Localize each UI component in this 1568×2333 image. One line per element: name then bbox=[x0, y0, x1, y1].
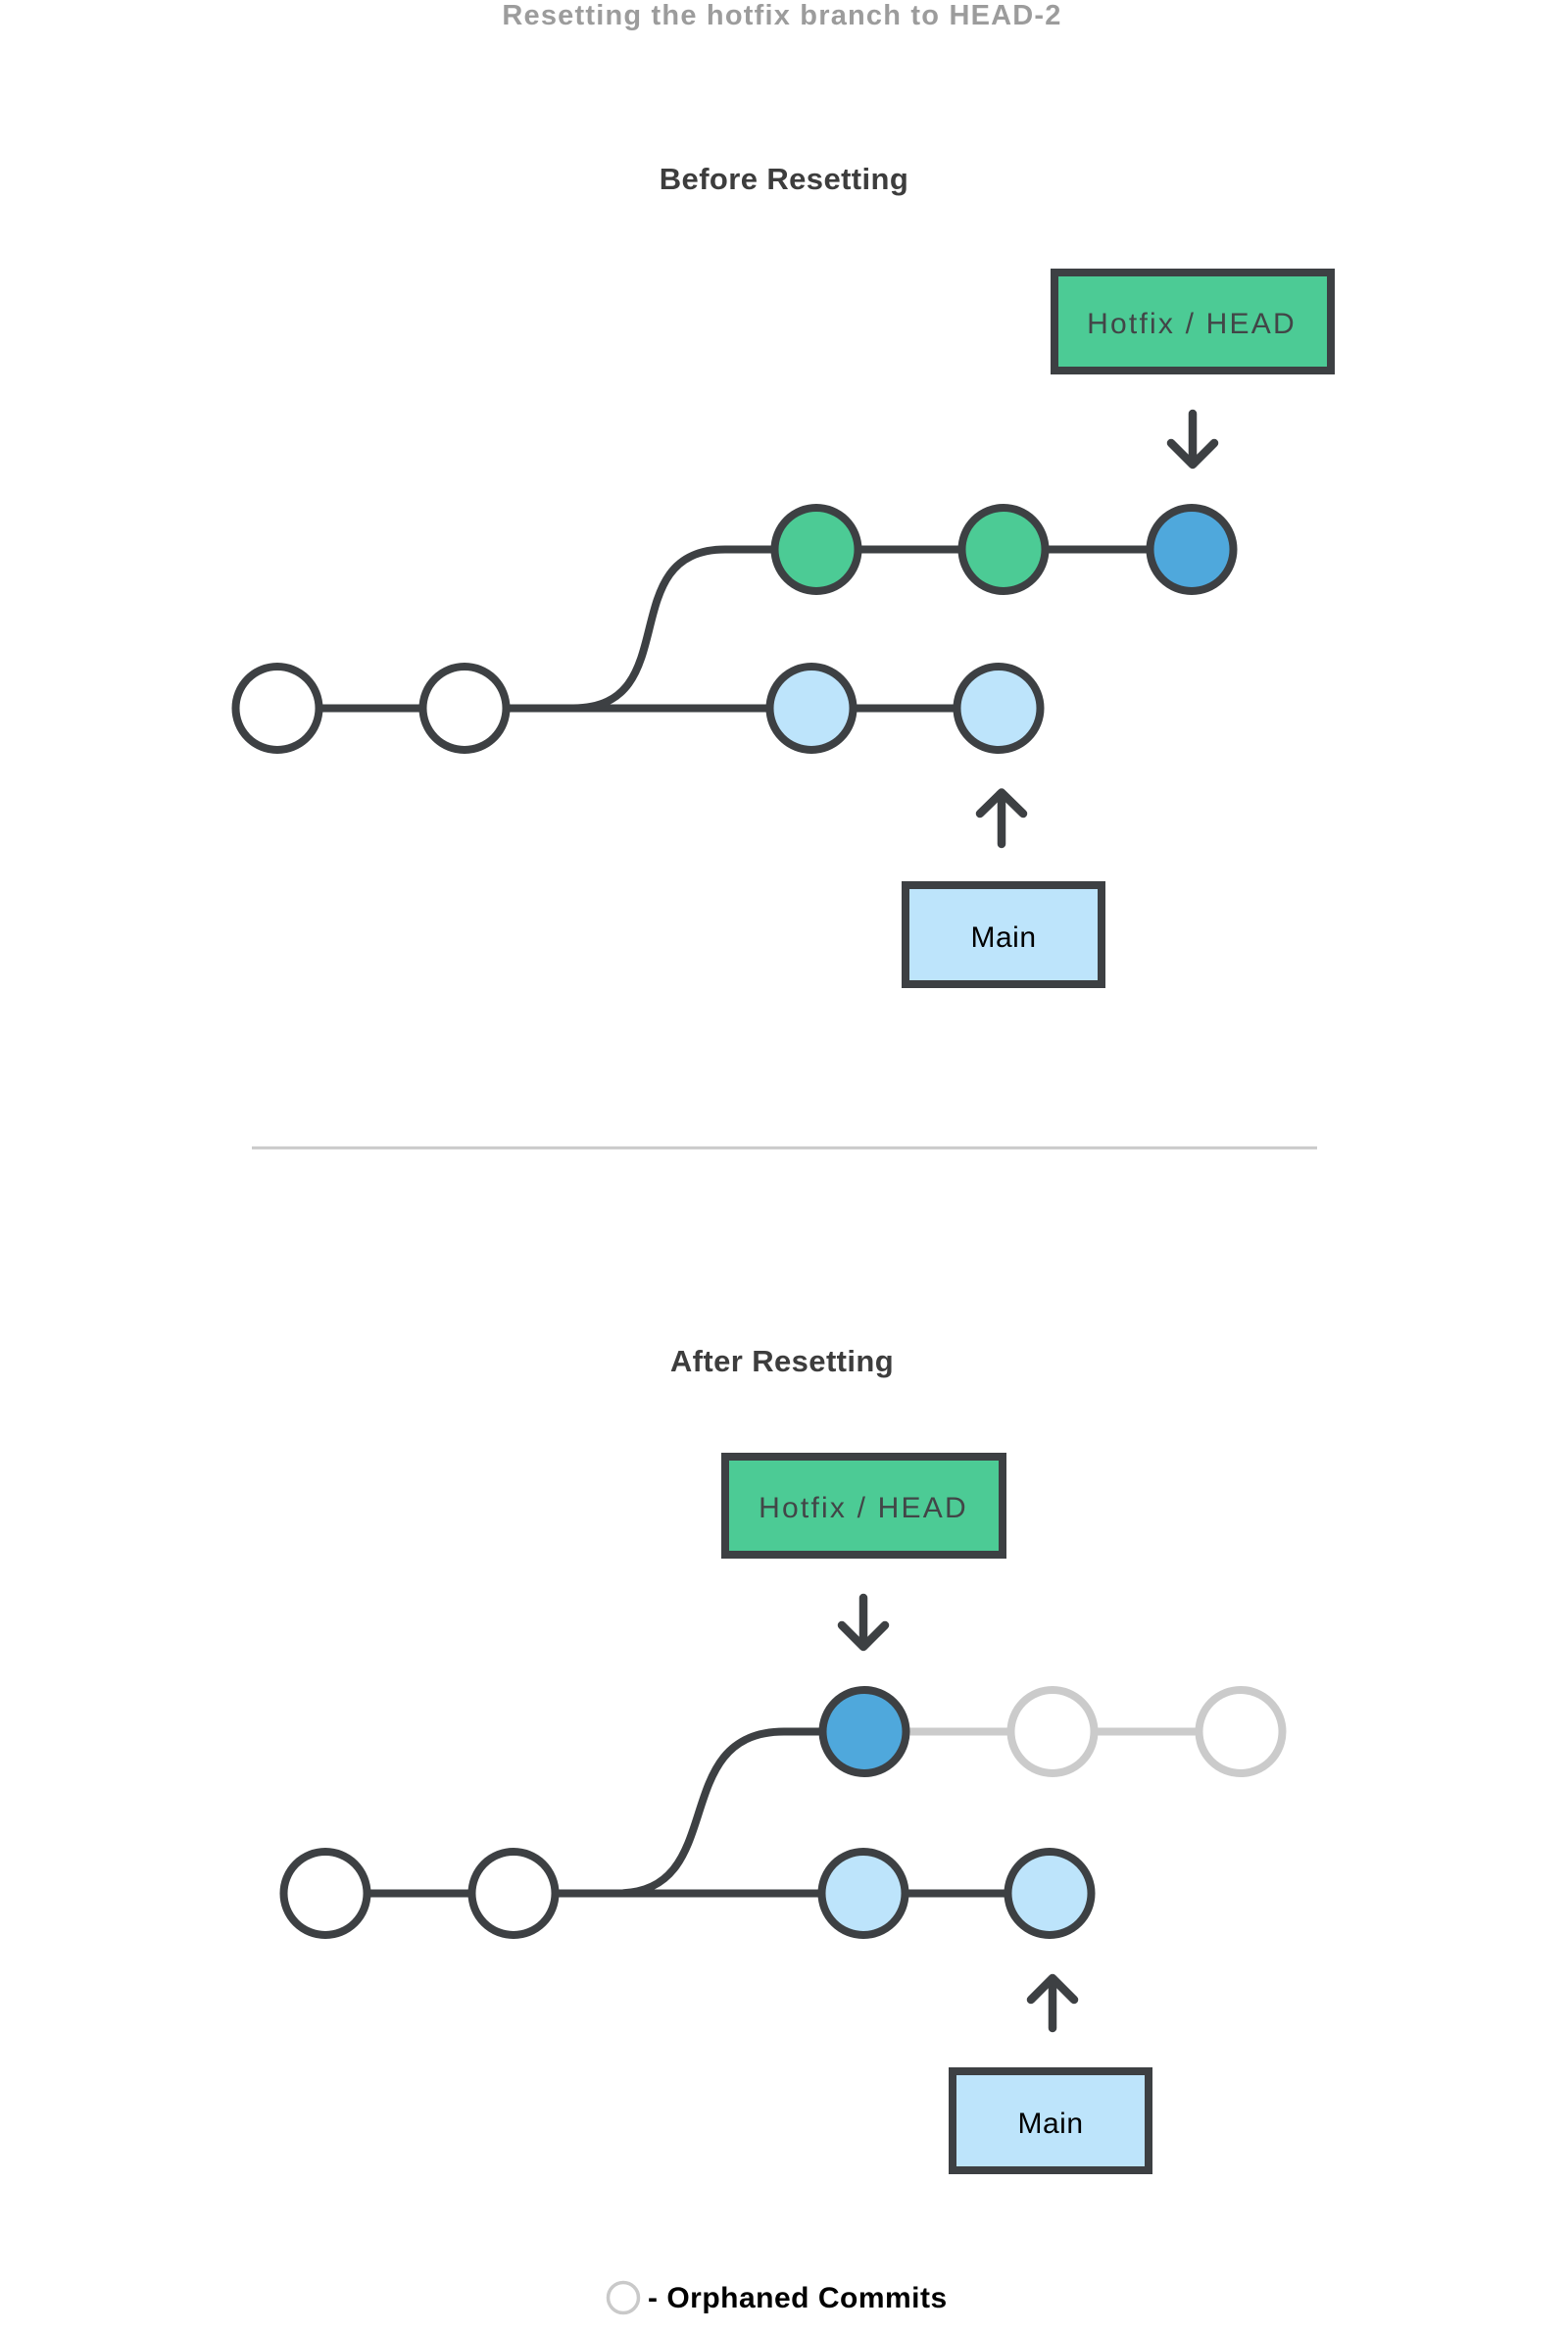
svg-text:Before Resetting: Before Resetting bbox=[660, 162, 908, 196]
svg-text:Main: Main bbox=[970, 921, 1036, 954]
svg-text:Resetting the hotfix branch to: Resetting the hotfix branch to HEAD-2 bbox=[502, 0, 1061, 31]
svg-text:Main: Main bbox=[1017, 2108, 1083, 2140]
svg-text:- Orphaned Commits: - Orphaned Commits bbox=[648, 2282, 948, 2314]
svg-text:After Resetting: After Resetting bbox=[670, 1344, 894, 1378]
svg-text:Hotfix / HEAD: Hotfix / HEAD bbox=[1087, 308, 1297, 340]
svg-text:Hotfix / HEAD: Hotfix / HEAD bbox=[759, 1492, 968, 1524]
